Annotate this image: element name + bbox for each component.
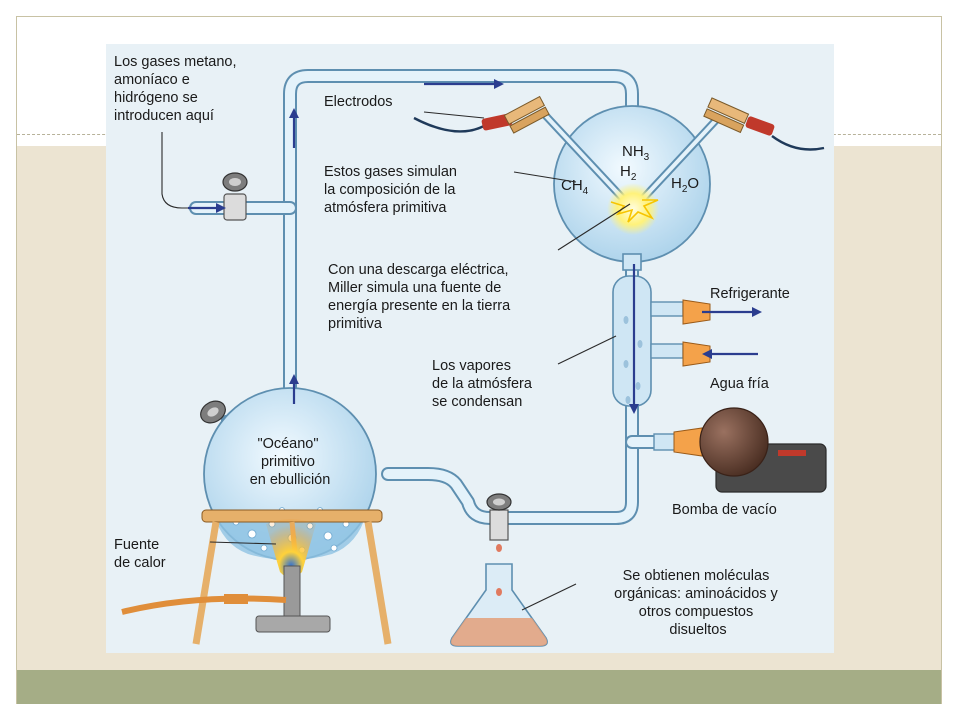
spark-flask xyxy=(542,105,722,271)
coolant-out-arrow-icon xyxy=(752,307,762,317)
arrow-right-icon xyxy=(494,79,504,89)
molecule-h2o: H2O xyxy=(671,175,699,195)
right-electrode xyxy=(703,97,825,151)
flow-arrows xyxy=(188,79,762,414)
svg-text:NH3: NH3 xyxy=(622,143,650,163)
vapors-condense-label: Los vapores de la atmósfera se condensan xyxy=(432,358,536,410)
cold-water-in-arrow-icon xyxy=(702,349,712,359)
molecule-nh3: NH3 xyxy=(622,143,650,163)
arrow-up-icon xyxy=(289,108,299,118)
diagram-canvas: NH3 H2 CH4 H2O xyxy=(114,54,827,647)
gas-inlet-arrow-icon xyxy=(216,203,226,213)
discharge-label: Con una descarga eléctrica, Miller simul… xyxy=(328,262,514,332)
arrow-up-icon xyxy=(289,374,299,384)
vacuum-pump xyxy=(653,407,827,493)
electrodes-label: Electrodos xyxy=(324,94,393,110)
molecule-h2: H2 xyxy=(620,163,637,183)
svg-text:H2: H2 xyxy=(620,163,637,183)
svg-text:H2O: H2O xyxy=(671,175,699,195)
gas-inlet-stopcock xyxy=(222,172,248,221)
molecule-ch4: CH4 xyxy=(561,177,589,197)
heat-source-label: Fuente de calor xyxy=(114,537,166,571)
collection-stopcock xyxy=(486,493,512,552)
erlenmeyer-flask xyxy=(450,563,548,647)
gases-simulate-label: Estos gases simulan la composición de la… xyxy=(324,164,461,216)
products-label: Se obtienen moléculas orgánicas: aminoác… xyxy=(614,568,782,638)
left-electrode xyxy=(413,95,550,134)
vacuum-pump-label: Bomba de vacío xyxy=(672,502,777,518)
leader-lines xyxy=(161,111,631,611)
bunsen-burner xyxy=(121,519,331,633)
gases-inlet-label: Los gases metano, amoníaco e hidrógeno s… xyxy=(114,54,241,124)
miller-experiment-diagram: NH3 H2 CH4 H2O xyxy=(106,44,834,653)
slide-footer-bar xyxy=(17,670,941,704)
svg-text:CH4: CH4 xyxy=(561,177,589,197)
cold-water-label: Agua fría xyxy=(710,376,770,392)
arrow-down-icon xyxy=(629,404,639,414)
coolant-label: Refrigerante xyxy=(710,286,790,302)
condenser xyxy=(612,275,711,407)
ocean-label: "Océano" primitivo en ebullición xyxy=(250,436,331,488)
flame-icon xyxy=(266,519,316,578)
